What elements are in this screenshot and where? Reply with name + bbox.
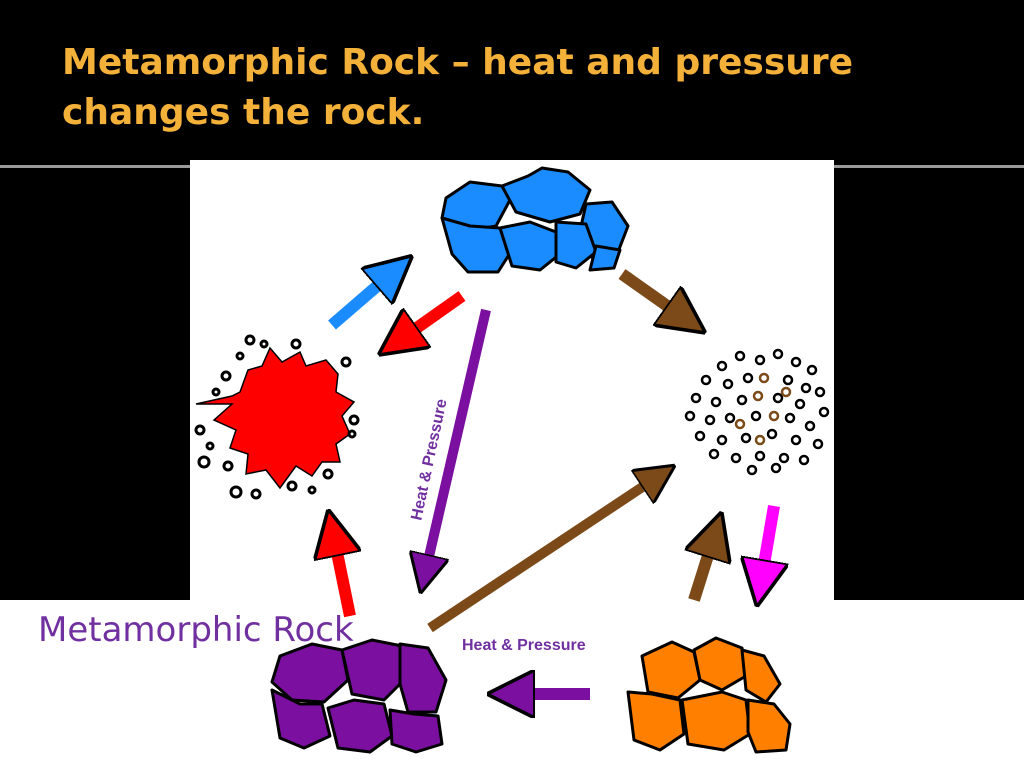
arrow-metamorphic-to-sediment (427, 474, 662, 633)
slide-background-right (834, 600, 1024, 768)
arrow-igneous-to-metamorphic (424, 308, 491, 578)
arrow-igneous-to-sediment (618, 269, 690, 322)
arrow-sedimentary-to-sediment (694, 530, 716, 602)
arrow-igneous-to-magma (394, 291, 466, 344)
sediment-particles (684, 348, 830, 476)
arrow-magma-to-igneous (328, 268, 398, 330)
sedimentary-rock-orange (626, 636, 792, 754)
metamorphic-rock-purple (270, 638, 448, 754)
arrow-sediment-to-sedimentary (760, 504, 774, 588)
igneous-rock-blue (440, 166, 630, 274)
title-bar: Metamorphic Rock – heat and pressure cha… (0, 0, 1024, 160)
slide-background-left (0, 600, 190, 768)
heat-pressure-label-horizontal: Heat & Pressure (462, 637, 586, 654)
slide-title: Metamorphic Rock – heat and pressure cha… (62, 42, 854, 133)
divider-right (834, 165, 1024, 168)
magma-bubbles (194, 334, 360, 500)
magma-splat (194, 334, 360, 500)
divider-left (0, 165, 190, 168)
metamorphic-rock-label: Metamorphic Rock (38, 610, 354, 650)
arrow-metamorphic-to-magma (332, 528, 350, 618)
